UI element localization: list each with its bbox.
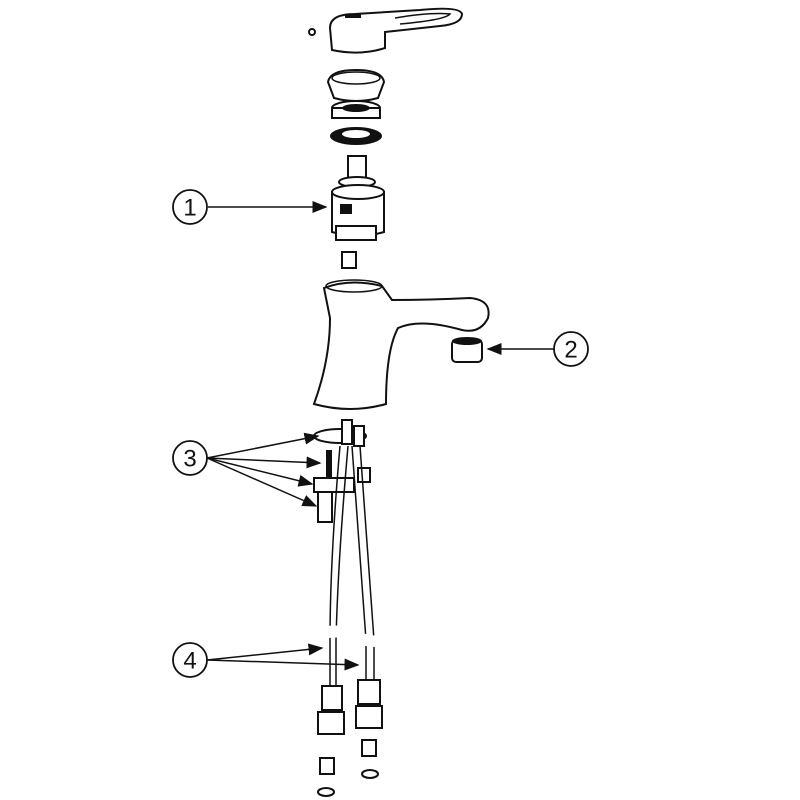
leader-lines — [206, 201, 554, 671]
callout-number: 4 — [183, 648, 196, 675]
locking-ring — [330, 127, 382, 145]
callout-1: 1 — [172, 189, 208, 225]
faucet-body — [312, 279, 490, 410]
cartridge — [331, 155, 385, 241]
callout-number: 3 — [183, 446, 196, 473]
lever-handle — [308, 7, 464, 54]
callout-2: 2 — [553, 331, 589, 367]
flexible-hoses — [310, 445, 395, 797]
small-insert — [341, 251, 357, 269]
cover-cap — [326, 68, 386, 102]
callout-3: 3 — [172, 440, 208, 476]
callout-number: 1 — [183, 195, 196, 222]
callout-number: 2 — [564, 337, 577, 364]
callout-4: 4 — [172, 642, 208, 678]
aerator — [451, 337, 483, 363]
retaining-nut — [331, 100, 381, 119]
